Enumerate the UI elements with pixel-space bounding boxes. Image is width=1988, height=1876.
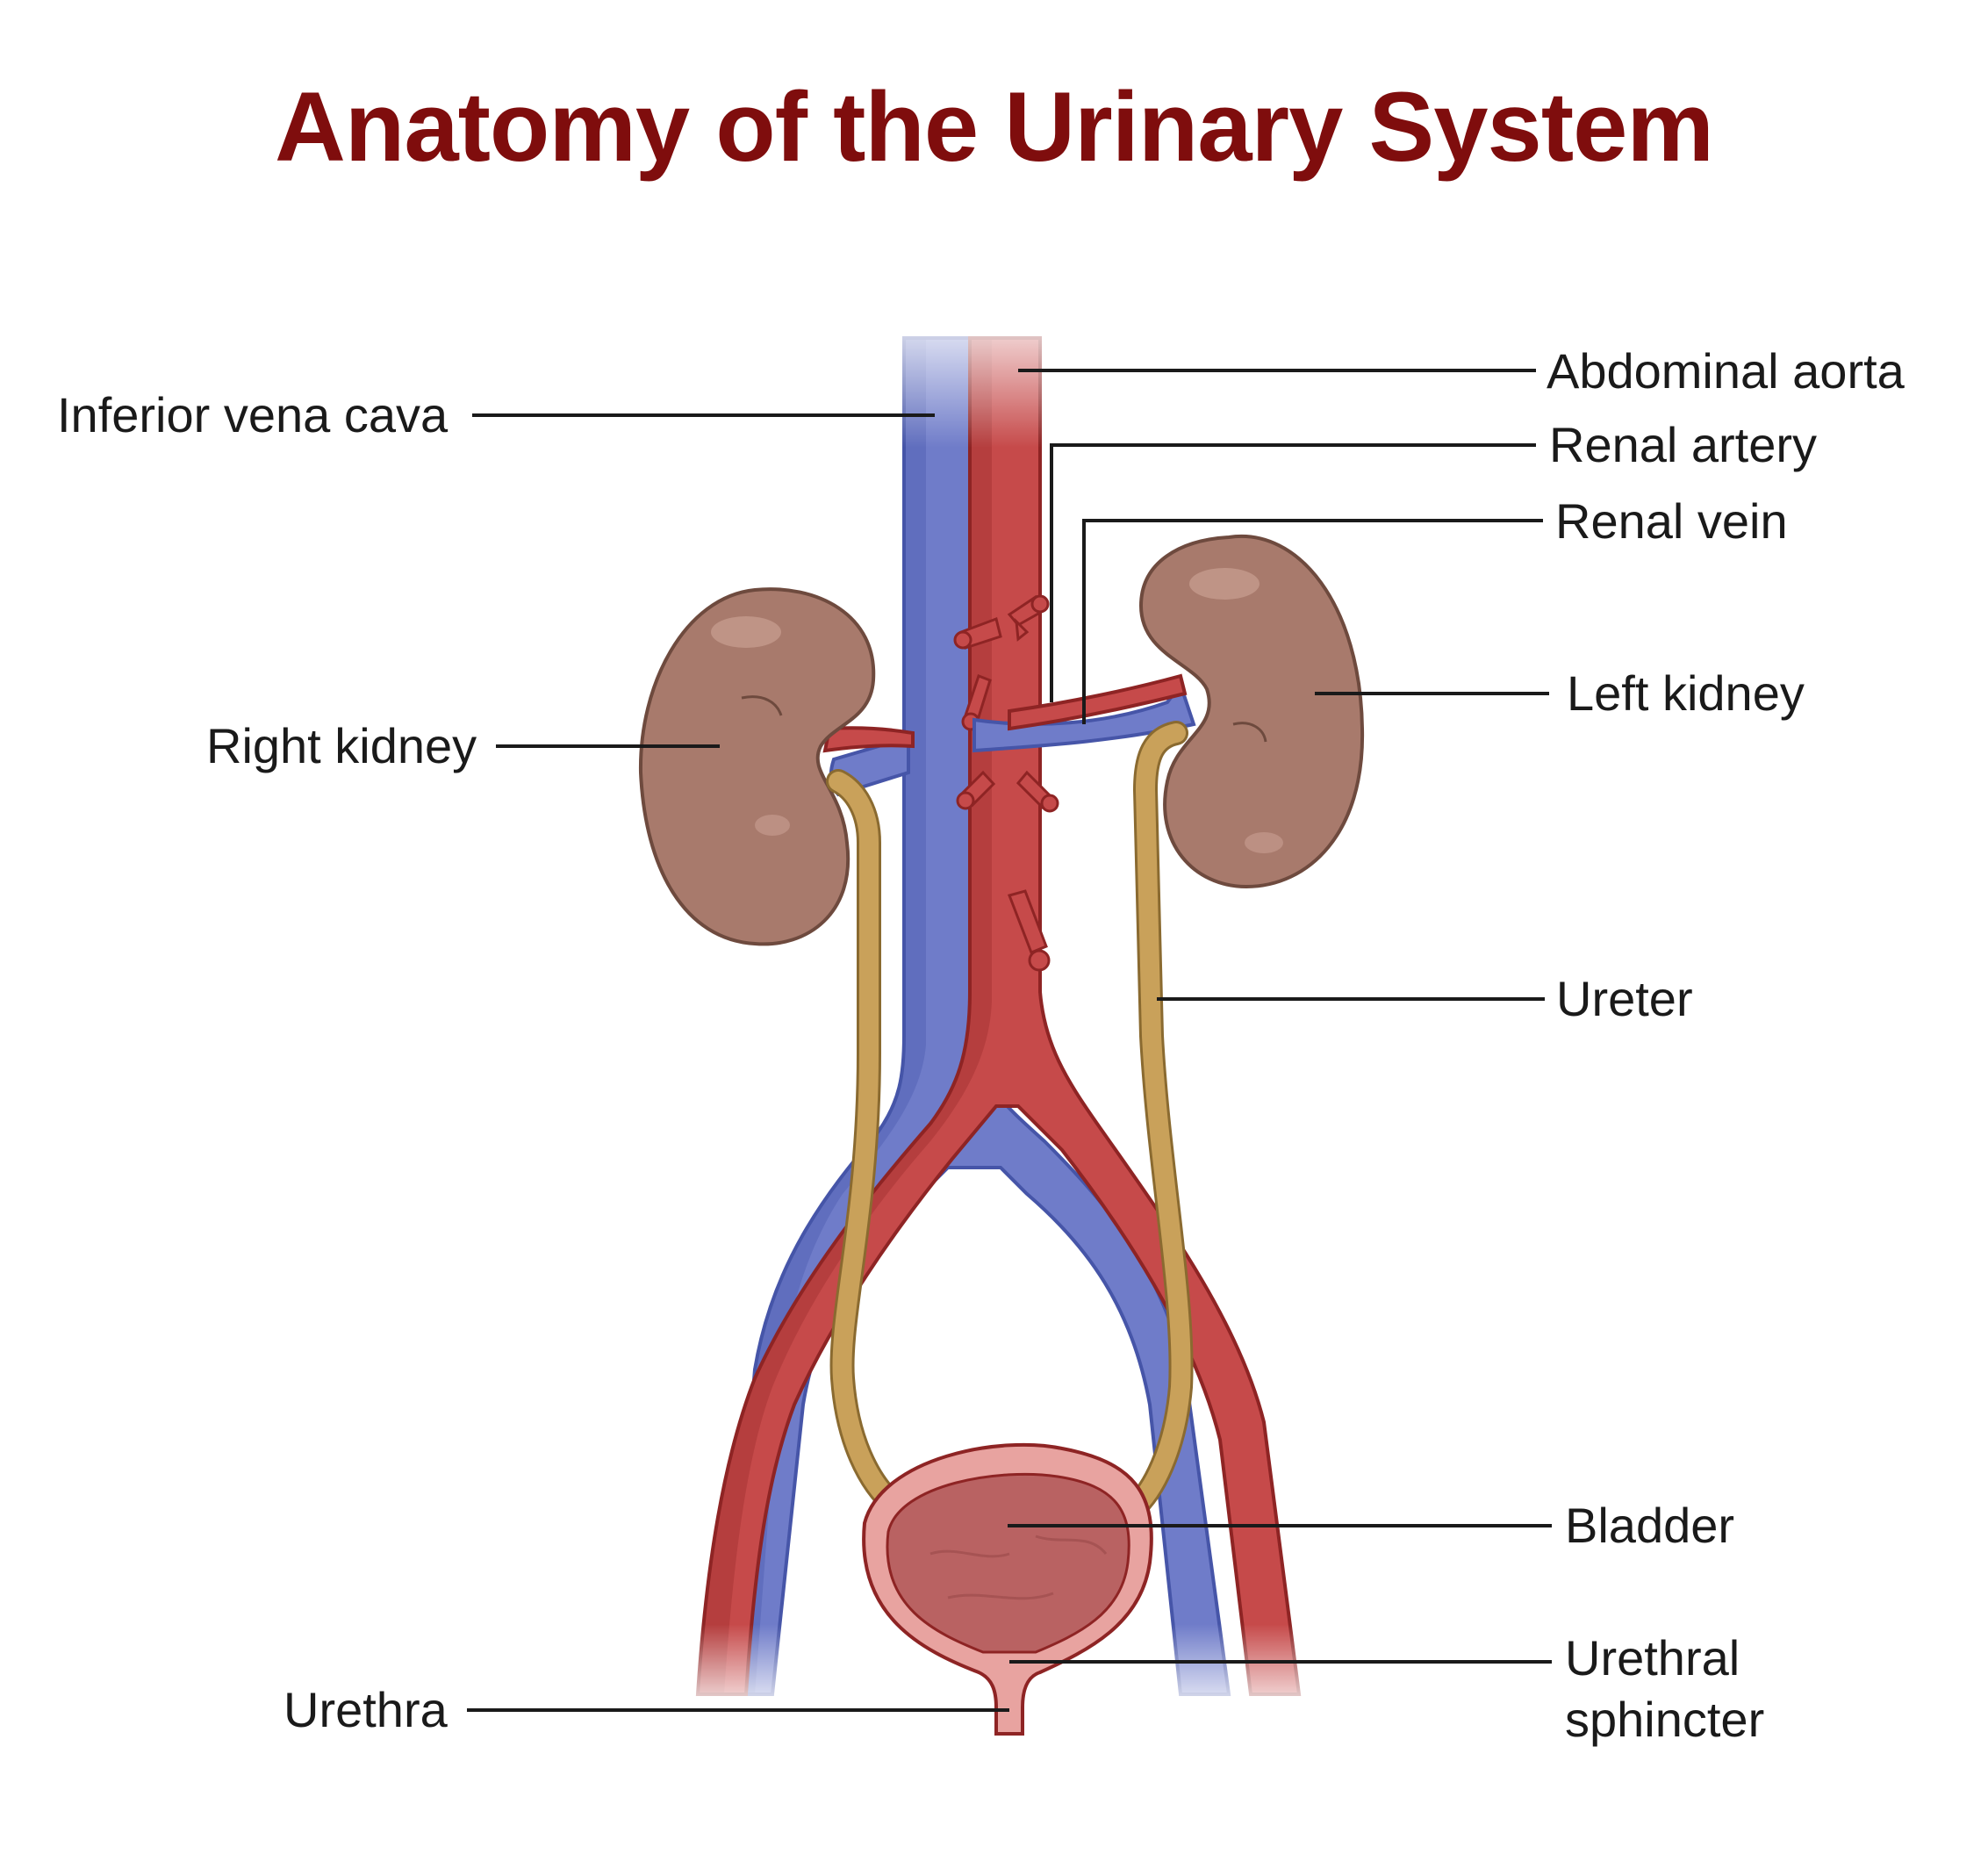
label-urethra: Urethra	[283, 1682, 448, 1737]
label-urethral-sphincter-line1: Urethral	[1565, 1630, 1740, 1686]
right-ureter	[826, 769, 908, 1518]
right-kidney	[638, 587, 876, 946]
label-abdominal-aorta: Abdominal aorta	[1547, 343, 1905, 399]
label-renal-vein: Renal vein	[1555, 493, 1788, 549]
label-right-kidney: Right kidney	[206, 718, 477, 773]
leader-renal-vein	[1082, 519, 1543, 724]
label-ureter: Ureter	[1556, 971, 1693, 1026]
leader-renal-artery	[1050, 443, 1536, 702]
left-kidney	[1138, 534, 1365, 889]
bladder	[862, 1442, 1153, 1736]
diagram-title: Anatomy of the Urinary System	[275, 72, 1714, 182]
abdominal-aorta	[695, 336, 1302, 1696]
renal-arteries	[822, 673, 1188, 753]
leader-lines	[467, 369, 1552, 1712]
label-bladder: Bladder	[1565, 1498, 1735, 1553]
label-renal-artery: Renal artery	[1549, 417, 1818, 472]
left-ureter	[1124, 721, 1194, 1518]
label-urethral-sphincter-line2: sphincter	[1565, 1692, 1765, 1747]
label-inferior-vena-cava: Inferior vena cava	[57, 387, 449, 442]
label-left-kidney: Left kidney	[1567, 665, 1805, 721]
